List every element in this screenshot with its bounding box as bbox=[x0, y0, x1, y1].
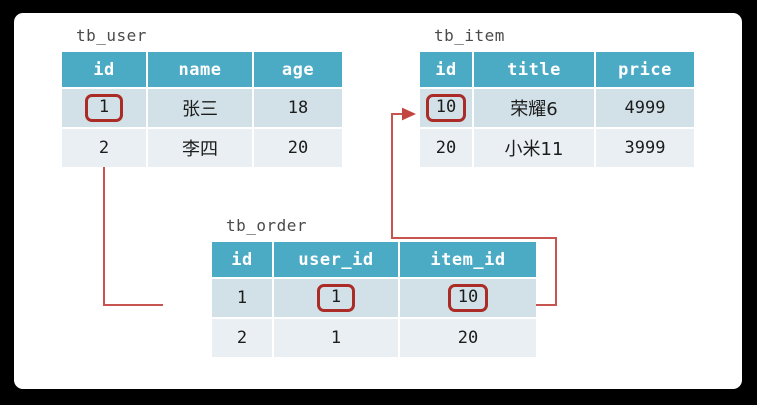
table-title-tb-user: tb_user bbox=[76, 26, 147, 45]
table-grid-tb-order: id user_id item_id 1 1 10 2 1 20 bbox=[212, 242, 536, 357]
table-cell-price: 4999 bbox=[596, 89, 694, 127]
table-cell-name: 李四 bbox=[148, 129, 252, 167]
table-cell-id: 2 bbox=[62, 129, 146, 167]
table-cell-id: 2 bbox=[212, 319, 272, 357]
column-header-user-id: user_id bbox=[274, 242, 398, 277]
table-tb-item: tb_item id title price 10 荣耀6 4999 20 小米… bbox=[420, 26, 694, 167]
highlighted-value-user-id: 1 bbox=[85, 94, 123, 122]
table-cell-item-id: 20 bbox=[400, 319, 536, 357]
table-tb-order: tb_order id user_id item_id 1 1 10 2 1 2… bbox=[212, 216, 536, 357]
highlighted-value-order-item-id: 10 bbox=[447, 284, 489, 312]
column-header-price: price bbox=[596, 52, 694, 87]
highlighted-value-item-id: 10 bbox=[425, 94, 467, 122]
table-cell-title: 荣耀6 bbox=[474, 89, 594, 127]
table-cell-id: 20 bbox=[420, 129, 472, 167]
column-header-id: id bbox=[212, 242, 272, 277]
table-cell-price: 3999 bbox=[596, 129, 694, 167]
column-header-item-id: item_id bbox=[400, 242, 536, 277]
column-header-title: title bbox=[474, 52, 594, 87]
table-row: 1 bbox=[62, 89, 146, 127]
table-row: 1 bbox=[274, 279, 398, 317]
table-row: 10 bbox=[400, 279, 536, 317]
column-header-id: id bbox=[420, 52, 472, 87]
column-header-name: name bbox=[148, 52, 252, 87]
table-grid-tb-item: id title price 10 荣耀6 4999 20 小米11 3999 bbox=[420, 52, 694, 167]
table-cell-age: 20 bbox=[254, 129, 342, 167]
highlighted-value-order-user-id: 1 bbox=[317, 284, 355, 312]
table-cell-user-id: 1 bbox=[274, 319, 398, 357]
table-tb-user: tb_user id name age 1 张三 18 2 李四 20 bbox=[62, 26, 342, 167]
table-cell-age: 18 bbox=[254, 89, 342, 127]
column-header-age: age bbox=[254, 52, 342, 87]
table-grid-tb-user: id name age 1 张三 18 2 李四 20 bbox=[62, 52, 342, 167]
table-title-tb-item: tb_item bbox=[434, 26, 505, 45]
table-row: 10 bbox=[420, 89, 472, 127]
table-title-tb-order: tb_order bbox=[226, 216, 308, 235]
table-cell-id: 1 bbox=[212, 279, 272, 317]
table-cell-title: 小米11 bbox=[474, 129, 594, 167]
column-header-id: id bbox=[62, 52, 146, 87]
table-cell-name: 张三 bbox=[148, 89, 252, 127]
